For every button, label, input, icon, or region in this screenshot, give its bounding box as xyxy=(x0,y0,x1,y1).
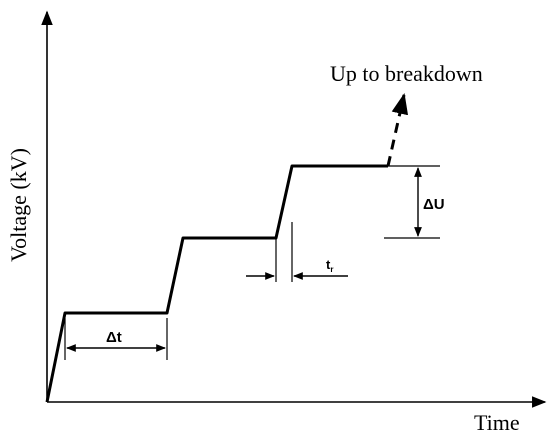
y-axis-label: Voltage (kV) xyxy=(6,148,31,262)
breakdown-dashed-line xyxy=(386,92,409,167)
breakdown-label: Up to breakdown xyxy=(330,61,483,86)
rise-time-label: tr xyxy=(326,257,333,274)
delta-t-label: Δt xyxy=(106,329,122,346)
voltage-step-curve xyxy=(45,164,388,403)
x-axis-label: Time xyxy=(474,410,520,435)
delta-u-label: ΔU xyxy=(423,196,445,213)
